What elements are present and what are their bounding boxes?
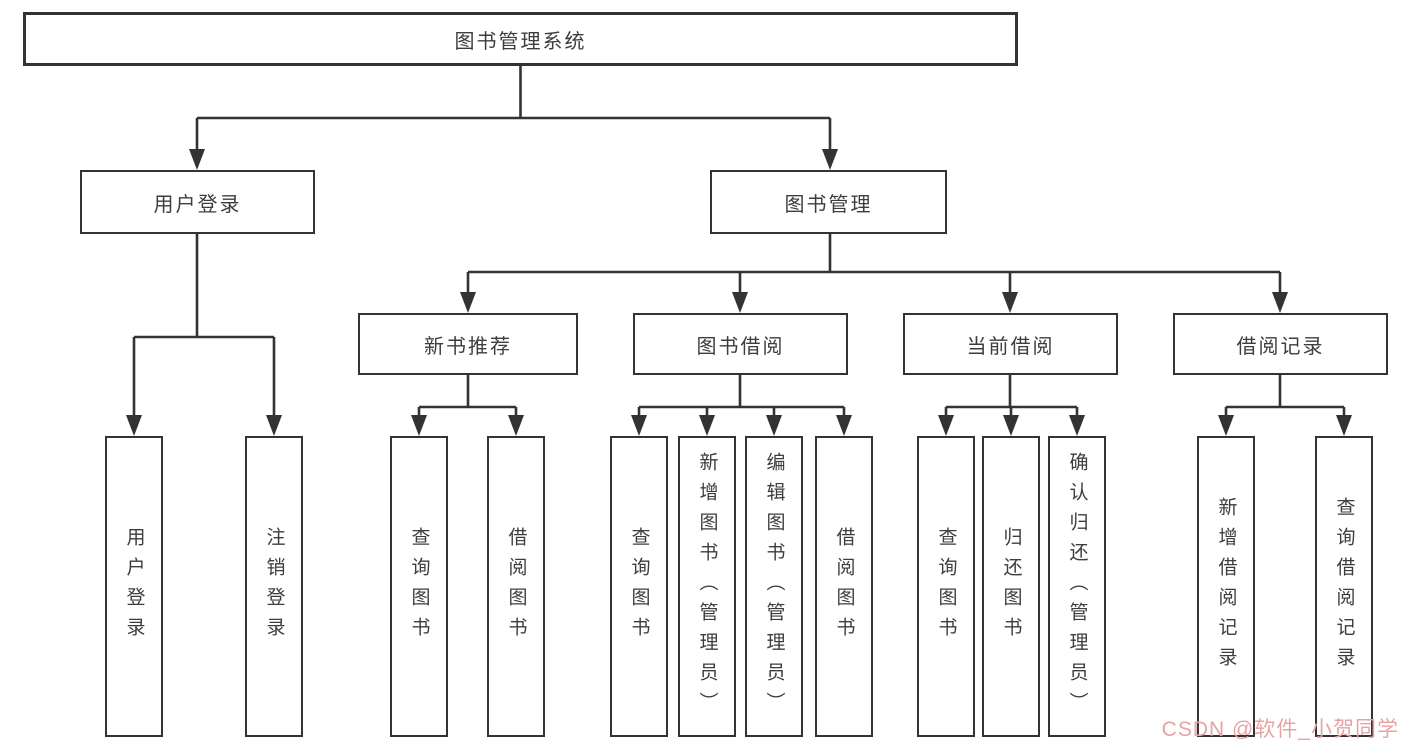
connector-book-mgmt-to-level3 [466,234,1282,293]
connector-borrow-record-to-leaves [1224,375,1346,416]
leaf-borrow-books-1: 借阅图书 [487,436,545,737]
node-book-borrow: 图书借阅 [633,313,848,375]
csdn-watermark: CSDN @软件_小贺同学 [1161,718,1399,741]
arrow-leaf [1069,415,1085,436]
arrow-leaf [1336,415,1352,436]
leaf-query-borrow-record: 查询借阅记录 [1315,436,1373,737]
arrow-to-current-borrow [1002,292,1018,313]
leaf-logout: 注销登录 [245,436,303,737]
arrow-leaf [836,415,852,436]
leaf-user-login: 用户登录 [105,436,163,737]
connector-root-to-level2 [195,66,832,150]
arrow-to-user-login [189,149,205,170]
leaf-query-books-1: 查询图书 [390,436,448,737]
arrow-to-leaf-user-login [126,415,142,436]
arrow-to-leaf-logout [266,415,282,436]
leaf-add-borrow-record: 新增借阅记录 [1197,436,1255,737]
arrow-leaf [1003,415,1019,436]
arrow-leaf [938,415,954,436]
leaf-query-books-3: 查询图书 [917,436,975,737]
node-book-mgmt: 图书管理 [710,170,947,234]
node-new-book-recommend: 新书推荐 [358,313,578,375]
connector-book-borrow-to-leaves [637,375,846,416]
arrow-leaf [631,415,647,436]
leaf-query-books-2: 查询图书 [610,436,668,737]
arrow-leaf [1218,415,1234,436]
leaf-confirm-return-admin: 确认归还（管理员） [1048,436,1106,737]
arrow-leaf [766,415,782,436]
node-user-login: 用户登录 [80,170,315,234]
node-root: 图书管理系统 [23,12,1018,66]
arrow-to-new-book-rec [460,292,476,313]
leaf-edit-book-admin: 编辑图书（管理员） [745,436,803,737]
node-current-borrow: 当前借阅 [903,313,1118,375]
arrow-to-book-mgmt [822,149,838,170]
arrow-to-book-borrow [732,292,748,313]
arrow-leaf [411,415,427,436]
arrow-to-borrow-record [1272,292,1288,313]
arrow-leaf [699,415,715,436]
connector-new-book-to-leaves [417,375,518,416]
connector-current-borrow-to-leaves [944,375,1079,416]
connector-user-login-to-leaves [132,234,276,416]
leaf-return-book: 归还图书 [982,436,1040,737]
leaf-add-book-admin: 新增图书（管理员） [678,436,736,737]
leaf-borrow-books-2: 借阅图书 [815,436,873,737]
arrow-leaf [508,415,524,436]
node-borrow-record: 借阅记录 [1173,313,1388,375]
